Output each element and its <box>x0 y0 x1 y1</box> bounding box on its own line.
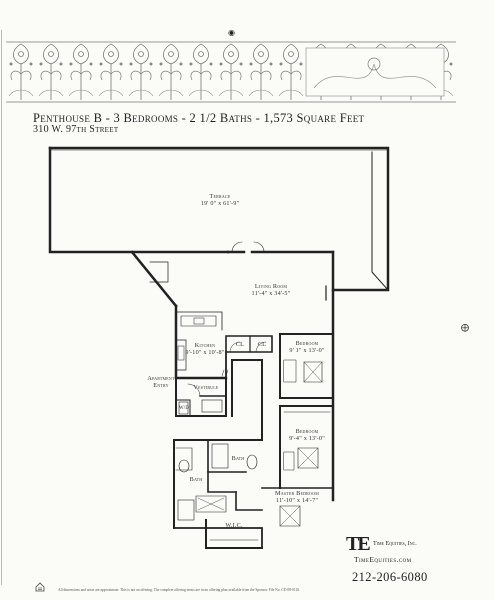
page-title: Penthouse B - 3 Bedrooms - 2 1/2 Baths -… <box>33 111 365 125</box>
room-bath-label: Bath <box>231 455 245 462</box>
room-dimensions: 11'-4" x 34'-5" <box>251 290 291 297</box>
room-vestibule-label: Vestibule <box>193 384 219 391</box>
room-master-label: Master Bedroom 11'-10" x 14'-7" <box>262 490 332 504</box>
room-closet-label: CL <box>235 341 245 348</box>
company-name: Time Equities, Inc. <box>373 541 417 547</box>
room-entry-label: Apartment Entry <box>136 375 186 389</box>
room-kitchen-label: Kitchen 9'-10" x 10'-8" <box>180 342 230 356</box>
property-address: 310 W. 97th Street <box>33 124 119 135</box>
room-dimensions: 19' 0" x 61'-9" <box>200 200 240 207</box>
room-bedroom-1-label: Bedroom 9' 1" x 13'-0" <box>282 340 332 354</box>
registration-mark-icon: ⨁ <box>461 323 469 332</box>
registration-mark-icon: ◉ <box>228 28 235 37</box>
room-dimensions: 9'-10" x 10'-8" <box>185 349 225 356</box>
room-name: Entry <box>153 382 169 389</box>
room-closet-label: CL <box>257 341 267 348</box>
room-wic-label: W.I.C. <box>225 522 243 529</box>
room-dimensions: 9' 1" x 13'-0" <box>289 347 325 354</box>
legal-disclaimer: All dimensions and areas are approximate… <box>58 588 301 592</box>
company-phone: 212-206-6080 <box>352 570 428 584</box>
room-dimensions: 9'-4" x 13'-0" <box>289 435 325 442</box>
room-bedroom-2-label: Bedroom 9'-4" x 13'-0" <box>282 428 332 442</box>
room-terrace-label: Terrace 19' 0" x 61'-9" <box>180 193 260 207</box>
equal-housing-icon <box>35 582 45 592</box>
room-name: Living Room <box>254 283 288 290</box>
room-wd-label: W/D <box>178 406 190 411</box>
room-bath-label: Bath <box>189 476 203 483</box>
margin-rule <box>1 30 2 585</box>
room-name: Bedroom <box>295 428 319 435</box>
room-name: Kitchen <box>194 342 216 349</box>
company-website: TimeEquities.com <box>354 555 412 564</box>
room-dimensions: 11'-10" x 14'-7" <box>275 497 319 504</box>
room-living-label: Living Room 11'-4" x 34'-5" <box>231 283 311 297</box>
room-name: Apartment <box>147 375 175 382</box>
room-name: Bedroom <box>295 340 319 347</box>
decorative-ironwork-banner <box>6 40 456 104</box>
logo-mark-icon: TE <box>346 533 371 555</box>
room-name: Master Bedroom <box>275 490 319 497</box>
room-name: Terrace <box>209 193 231 200</box>
